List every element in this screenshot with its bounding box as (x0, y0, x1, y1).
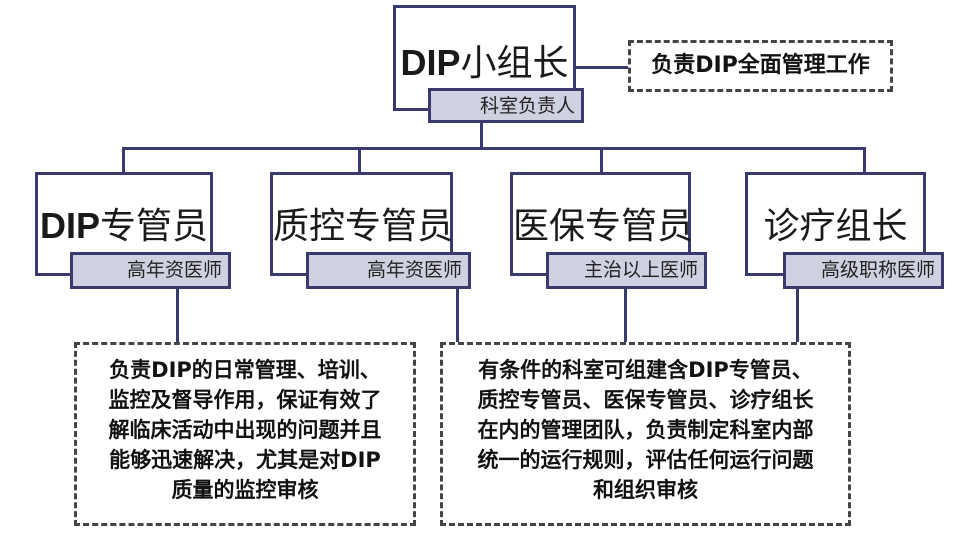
leader-role: 科室负责人 (428, 88, 584, 123)
title-suffix: 小组长 (460, 43, 569, 84)
leader-duty: 负责DIP全面管理工作 (651, 53, 870, 78)
connector (122, 147, 866, 150)
title-suffix: 医保专管员 (513, 206, 694, 247)
description-box-left: 负责DIP的日常管理、培训、 监控及督导作用，保证有效了 解临床活动中出现的问题… (74, 342, 416, 526)
connector (358, 147, 361, 174)
member-title: DIP专管员 (38, 197, 210, 249)
member-role: 高级职称医师 (783, 252, 944, 289)
description-box-right: 有条件的科室可组建含DIP专管员、 质控专管员、医保专管员、诊疗组长 在内的管理… (440, 342, 851, 526)
description-line: 和组织审核 (593, 478, 698, 502)
title-suffix: 专管员 (100, 206, 209, 247)
title-prefix: DIP (400, 42, 461, 83)
description-line: 统一的运行规则，评估任何运行问题 (477, 448, 814, 472)
description-line: 能够迅速解决，尤其是对DIP (109, 448, 381, 472)
description-line: 解临床活动中出现的问题并且 (108, 418, 382, 442)
member-title: 诊疗组长 (748, 197, 923, 249)
description-line: 质量的监控审核 (171, 478, 319, 502)
member-title: 医保专管员 (513, 197, 693, 249)
description-text: 负责DIP的日常管理、培训、 监控及督导作用，保证有效了 解临床活动中出现的问题… (77, 355, 413, 505)
description-line: 有条件的科室可组建含DIP专管员、 (478, 358, 813, 382)
description-line: 质控专管员、医保专管员、诊疗组长 (477, 388, 814, 412)
connector (480, 122, 483, 150)
connector (575, 66, 629, 69)
leader-duty-box: 负责DIP全面管理工作 (628, 40, 893, 92)
connector (624, 288, 627, 344)
connector (600, 147, 603, 174)
description-line: 在内的管理团队，负责制定科室内部 (477, 418, 814, 442)
description-text: 有条件的科室可组建含DIP专管员、 质控专管员、医保专管员、诊疗组长 在内的管理… (443, 355, 848, 505)
member-role: 高年资医师 (306, 252, 471, 289)
title-suffix: 诊疗组长 (763, 206, 908, 247)
title-prefix: DIP (39, 205, 100, 246)
description-line: 负责DIP的日常管理、培训、 (109, 358, 381, 382)
member-title: 质控专管员 (273, 197, 454, 249)
leader-title: DIP小组长 (396, 34, 573, 86)
connector (176, 288, 179, 344)
description-line: 监控及督导作用，保证有效了 (108, 388, 382, 412)
connector (863, 147, 866, 174)
member-role: 高年资医师 (70, 252, 231, 289)
member-role: 主治以上医师 (546, 252, 707, 289)
connector (796, 288, 799, 344)
connector (122, 147, 125, 174)
title-suffix: 质控专管员 (273, 206, 454, 247)
connector (456, 288, 459, 344)
